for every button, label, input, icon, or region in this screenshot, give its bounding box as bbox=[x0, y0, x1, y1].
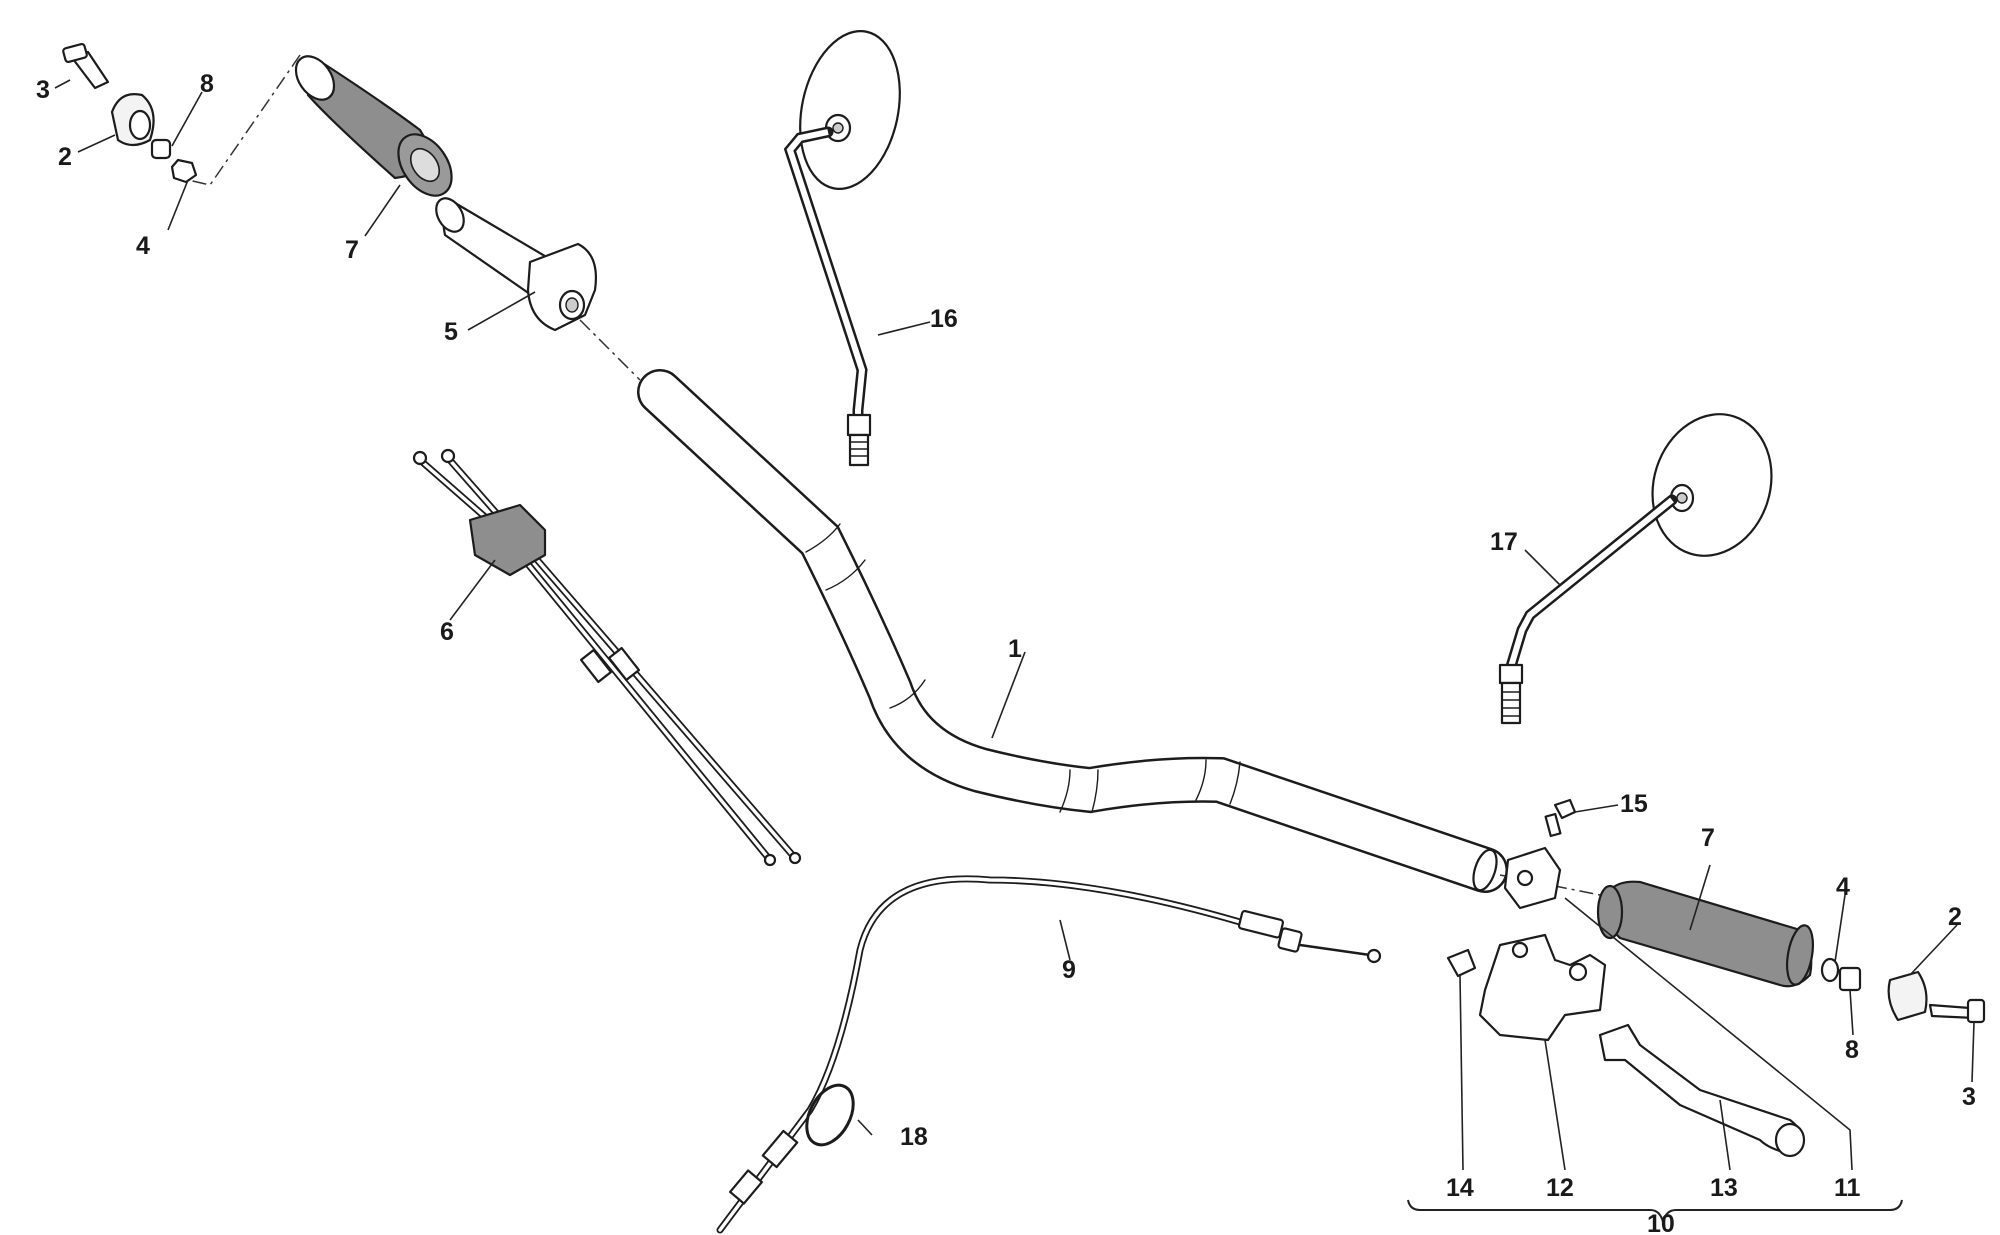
callout-4-left: 4 bbox=[136, 232, 150, 260]
callout-17: 17 bbox=[1490, 528, 1518, 556]
assembly-line-right bbox=[1499, 874, 1601, 896]
right-bar-end-parts bbox=[1820, 957, 1986, 1024]
throttle-grip bbox=[435, 197, 597, 332]
callout-14: 14 bbox=[1446, 1174, 1474, 1202]
right-grip bbox=[1596, 880, 1815, 988]
callout-10: 10 bbox=[1647, 1210, 1675, 1235]
callout-3-right: 3 bbox=[1962, 1083, 1976, 1111]
callout-18: 18 bbox=[900, 1123, 928, 1151]
callout-6: 6 bbox=[440, 618, 454, 646]
callout-2-right: 2 bbox=[1948, 903, 1962, 931]
assembly-line-left bbox=[187, 54, 301, 186]
callout-15: 15 bbox=[1620, 790, 1648, 818]
callout-12: 12 bbox=[1546, 1174, 1574, 1202]
callout-13: 13 bbox=[1710, 1174, 1738, 1202]
handlebar bbox=[637, 369, 1508, 893]
cable-tie bbox=[805, 1083, 855, 1147]
assembly-line-throttle bbox=[579, 319, 641, 381]
callout-11: 11 bbox=[1834, 1174, 1861, 1202]
callout-7-left: 7 bbox=[345, 236, 359, 264]
callout-16: 16 bbox=[930, 305, 958, 333]
leader-lines bbox=[54, 79, 1975, 1223]
callout-3-left: 3 bbox=[36, 76, 50, 104]
left-bar-end-parts bbox=[62, 42, 198, 184]
callout-8-right: 8 bbox=[1845, 1036, 1859, 1064]
callout-2-left: 2 bbox=[58, 143, 72, 171]
callout-1: 1 bbox=[1008, 635, 1022, 663]
callout-9: 9 bbox=[1062, 956, 1076, 984]
left-mirror bbox=[783, 30, 901, 467]
throttle-cables bbox=[412, 448, 802, 867]
callout-labels: 3 8 2 4 7 5 16 6 17 1 15 7 4 2 9 8 3 18 … bbox=[36, 70, 1976, 1235]
callout-4-right: 4 bbox=[1836, 873, 1850, 901]
callout-8-left: 8 bbox=[200, 70, 214, 98]
clutch-cable bbox=[716, 875, 1382, 1234]
callout-5: 5 bbox=[444, 318, 458, 346]
right-mirror bbox=[1498, 413, 1773, 725]
clutch-lever-assembly bbox=[1446, 933, 1806, 1158]
clutch-clamp bbox=[1503, 798, 1577, 910]
callout-7-right: 7 bbox=[1701, 824, 1715, 852]
left-grip bbox=[294, 55, 453, 197]
